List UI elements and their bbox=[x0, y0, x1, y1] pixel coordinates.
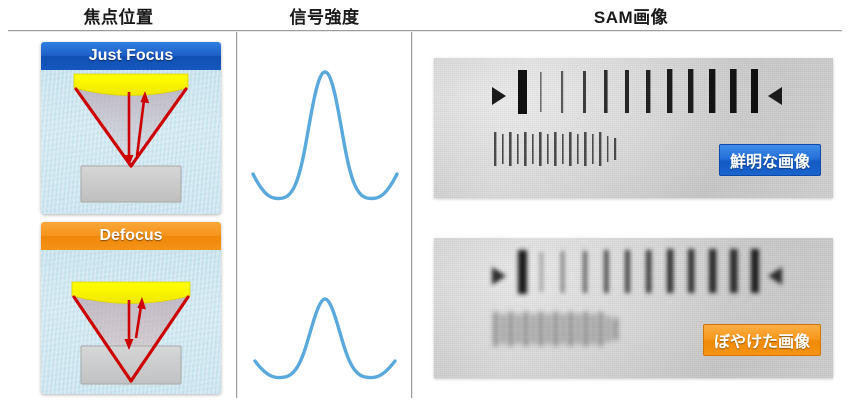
beam-diagram-just-focus bbox=[41, 70, 221, 214]
badge-sharp-image: 鮮明な画像 bbox=[718, 144, 821, 176]
signal-curve-defocus bbox=[245, 285, 405, 390]
table-header: 焦点位置 信号強度 SAM画像 bbox=[0, 0, 850, 30]
beam-diagram-defocus bbox=[41, 250, 221, 394]
schematic-title-just-focus: Just Focus bbox=[41, 42, 221, 71]
sam-pattern-sharp bbox=[492, 69, 782, 166]
column-divider-2 bbox=[411, 32, 413, 398]
schematic-defocus: Defocus bbox=[41, 222, 221, 394]
column-divider-1 bbox=[236, 32, 238, 398]
sam-image-blurred: ぼやけた画像 bbox=[434, 238, 833, 378]
schematic-just-focus: Just Focus bbox=[41, 42, 221, 214]
signal-curve-just-focus bbox=[245, 52, 405, 217]
header-divider bbox=[8, 30, 842, 32]
sam-image-sharp: 鮮明な画像 bbox=[434, 58, 833, 198]
sam-pattern-blurred bbox=[492, 249, 782, 346]
column-header-sam-image: SAM画像 bbox=[593, 7, 669, 27]
schematic-title-defocus: Defocus bbox=[41, 222, 221, 251]
column-header-focus-position: 焦点位置 bbox=[83, 7, 154, 27]
badge-blurred-image: ぼやけた画像 bbox=[702, 324, 821, 356]
column-header-signal-intensity: 信号強度 bbox=[289, 7, 360, 27]
